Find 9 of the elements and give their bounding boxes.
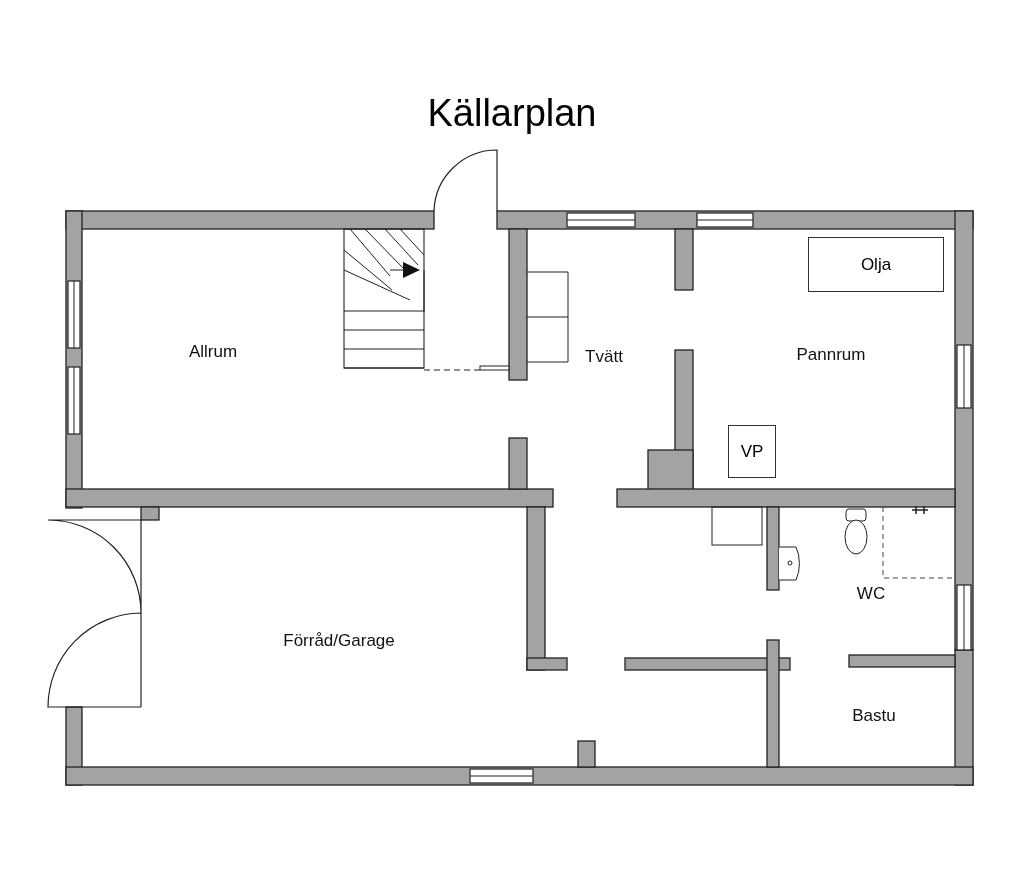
room-label: WC xyxy=(856,584,886,604)
room-label: Bastu xyxy=(852,706,896,726)
room-label: Allrum xyxy=(188,342,238,362)
room-label: Pannrum xyxy=(796,345,866,365)
room-label: Förråd/Garage xyxy=(283,631,395,651)
equipment-box: Olja xyxy=(808,237,944,292)
title: Källarplan xyxy=(426,92,598,135)
equipment-box: VP xyxy=(728,425,776,478)
room-label: Tvätt xyxy=(585,347,623,367)
